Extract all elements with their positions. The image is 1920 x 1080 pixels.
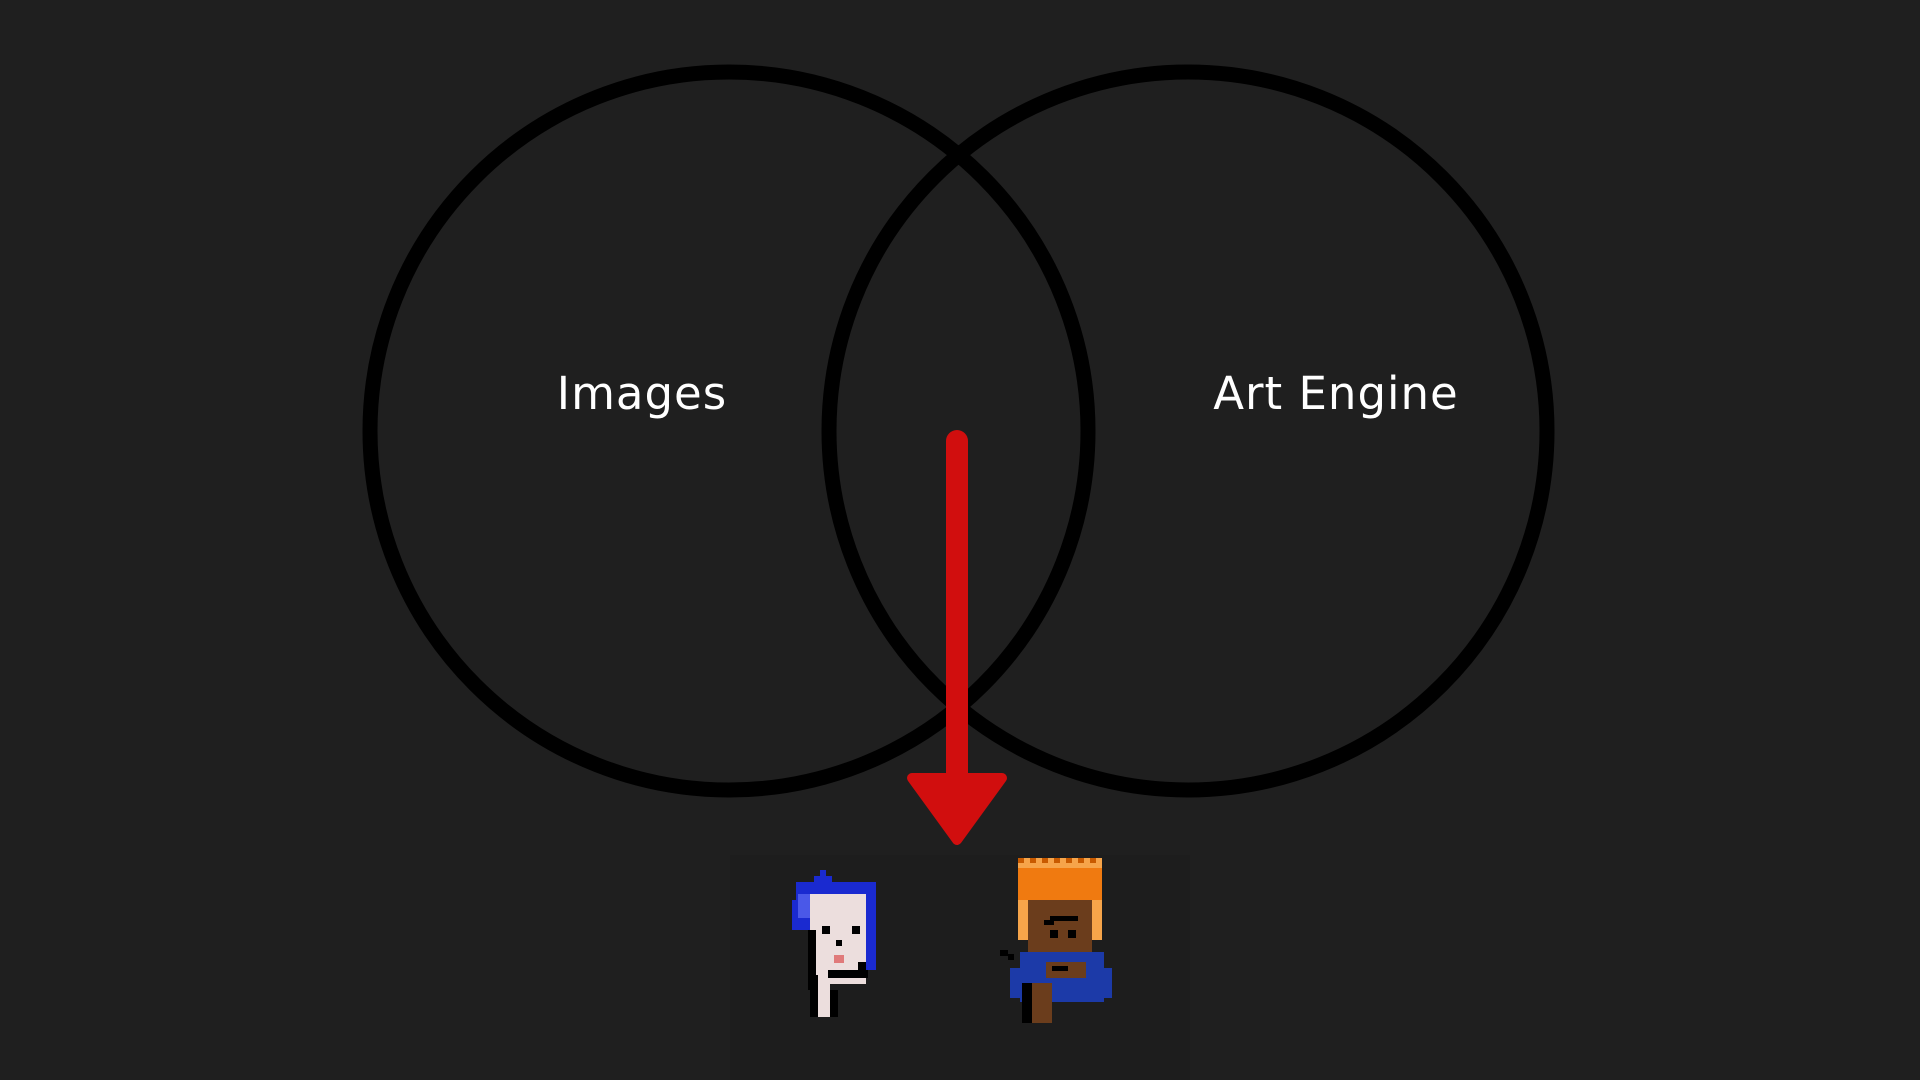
venn-label-images: Images <box>557 367 727 420</box>
venn-circle-art-engine <box>821 64 1555 798</box>
blue-mohawk-punk-avatar <box>792 870 876 1017</box>
down-arrow-icon <box>907 430 1007 845</box>
orange-crown-punk-avatar <box>1000 858 1112 1023</box>
venn-label-art-engine: Art Engine <box>1213 367 1458 420</box>
generated-avatars-panel <box>730 855 1190 1080</box>
venn-circle-images <box>362 64 1096 798</box>
